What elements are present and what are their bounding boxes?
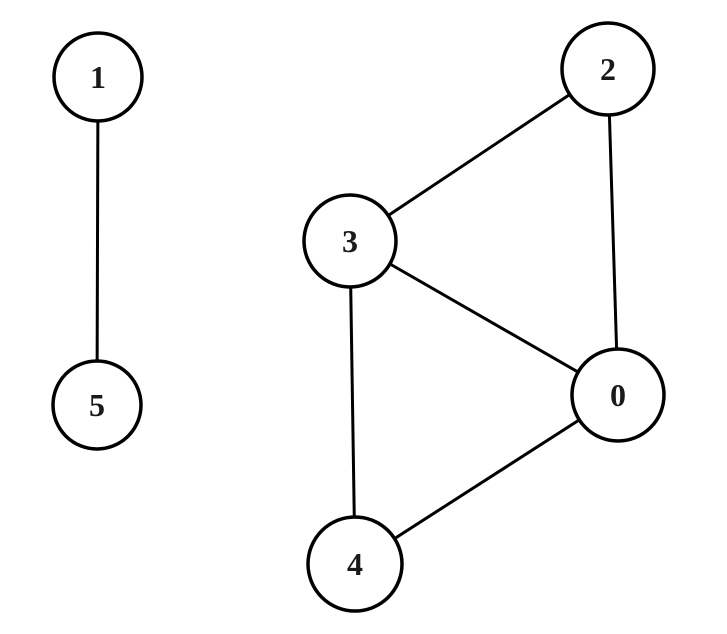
node-circle-3 (302, 193, 398, 289)
node-0: 0 (570, 347, 666, 443)
node-circle-5 (51, 359, 143, 451)
node-2: 2 (560, 21, 656, 117)
edge-2-0 (606, 67, 620, 397)
node-1: 1 (52, 31, 144, 123)
node-label-4: 4 (347, 546, 363, 582)
node-label-1: 1 (90, 59, 106, 95)
node-4: 4 (306, 515, 404, 613)
edge-3-4 (348, 239, 357, 566)
node-circle-4 (306, 515, 404, 613)
node-5: 5 (51, 359, 143, 451)
edge-3-0 (348, 239, 620, 397)
node-circle-2 (560, 21, 656, 117)
node-3: 3 (302, 193, 398, 289)
edge-3-2 (348, 67, 610, 243)
edge-1-5 (95, 75, 100, 407)
edge-4-0 (353, 393, 620, 566)
node-label-5: 5 (89, 387, 105, 423)
node-label-3: 3 (342, 223, 358, 259)
node-circle-0 (570, 347, 666, 443)
node-label-0: 0 (610, 377, 626, 413)
node-circle-1 (52, 31, 144, 123)
node-label-2: 2 (600, 51, 616, 87)
